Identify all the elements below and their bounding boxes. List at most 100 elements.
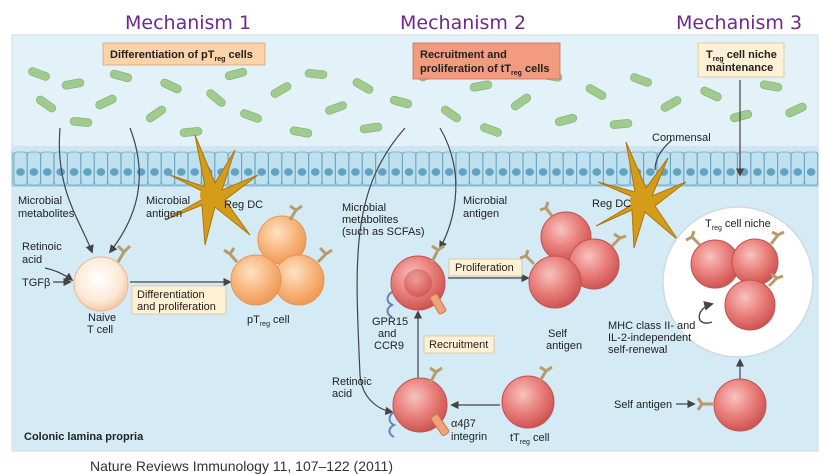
svg-text:Proliferation: Proliferation <box>455 262 514 274</box>
epithelial-nucleus <box>525 168 535 176</box>
ttreg-cell-lower <box>388 366 450 438</box>
panel-border <box>11 34 819 452</box>
epithelial-nucleus <box>351 168 360 176</box>
epithelial-nucleus <box>284 168 293 176</box>
epithelial-nucleus <box>565 168 575 176</box>
svg-text:maintenance: maintenance <box>706 62 773 74</box>
epithelial-nucleus <box>699 168 709 176</box>
treg-cell-niche <box>662 206 814 358</box>
mechanism-1-heading: Mechanism 1 <box>125 12 252 34</box>
epithelial-nucleus <box>619 168 628 176</box>
reg-dc-2 <box>595 141 687 249</box>
self-antigen-2-label: Self antigen <box>614 399 672 411</box>
epithelial-nucleus <box>297 168 307 176</box>
epithelial-nucleus <box>190 168 200 176</box>
epithelial-nucleus <box>471 168 481 176</box>
epithelial-nucleus <box>337 168 347 176</box>
epithelial-nucleus <box>726 168 736 176</box>
epithelial-nucleus <box>605 168 615 176</box>
epithelial-nucleus <box>377 168 387 176</box>
svg-text:Recruitment and: Recruitment and <box>420 49 507 61</box>
epithelial-nucleus <box>645 168 655 176</box>
epithelial-nucleus <box>686 168 695 176</box>
epithelial-nucleus <box>753 168 762 176</box>
svg-text:Recruitment: Recruitment <box>429 339 488 351</box>
ptreg-cells <box>223 204 333 306</box>
treg-cell-niche-label: Treg cell niche <box>705 218 771 232</box>
epithelial-nucleus <box>458 168 468 176</box>
epithelial-nucleus <box>123 168 133 176</box>
ttreg-cell-label: tTreg cell <box>510 432 549 446</box>
svg-text:Differentiation: Differentiation <box>137 289 205 301</box>
epithelial-nucleus <box>552 168 561 176</box>
epithelial-nucleus <box>672 168 682 176</box>
ttreg-cell <box>501 365 555 429</box>
svg-text:proliferation of tTreg cells: proliferation of tTreg cells <box>420 63 549 77</box>
epithelial-nucleus <box>96 168 106 176</box>
epithelial-nucleus <box>56 168 66 176</box>
epithelial-nucleus <box>270 168 280 176</box>
ptreg-cell-label: pTreg cell <box>247 314 290 328</box>
epithelial-nucleus <box>243 168 253 176</box>
colonic-lamina-propria-label: Colonic lamina propria <box>24 431 144 443</box>
epithelial-nucleus <box>230 168 240 176</box>
lumen-arrows <box>58 80 745 416</box>
epithelial-nucleus <box>310 168 320 176</box>
differentiation-proliferation-box: Differentiation and proliferation <box>131 285 227 315</box>
proliferation-box: Proliferation <box>448 258 523 277</box>
epithelial-nucleus <box>793 168 803 176</box>
epithelial-nucleus <box>485 168 494 176</box>
epithelial-nucleus <box>163 168 173 176</box>
epithelial-nucleus <box>578 168 588 176</box>
epithelium <box>11 146 819 187</box>
epithelial-nucleus <box>418 168 427 176</box>
epithelial-nucleus <box>739 168 749 176</box>
epithelial-nucleus <box>136 168 146 176</box>
svg-text:and proliferation: and proliferation <box>137 301 216 313</box>
epithelial-nucleus <box>431 168 441 176</box>
epithelial-nucleus <box>712 168 722 176</box>
epithelial-nucleus <box>404 168 414 176</box>
epithelial-nucleus <box>83 168 92 176</box>
epithelial-nucleus <box>592 168 602 176</box>
commensal-label: Commensal <box>652 132 711 144</box>
epithelial-nucleus <box>324 168 334 176</box>
mechanism-2-heading: Mechanism 2 <box>400 12 527 34</box>
epithelial-nucleus <box>16 168 25 176</box>
svg-text:Treg cell niche: Treg cell niche <box>706 49 777 63</box>
epithelial-nucleus <box>109 168 119 176</box>
epithelial-nucleus <box>806 168 816 176</box>
niche-maintenance-box: Treg cell niche maintenance <box>697 42 785 78</box>
reg-dc-2-label: Reg DC <box>592 198 631 210</box>
epithelial-nucleus <box>176 168 186 176</box>
epithelial-nucleus <box>498 168 508 176</box>
self-antigen-treg-cell <box>696 378 767 432</box>
epithelial-nucleus <box>511 168 521 176</box>
ttreg-proliferating-cells <box>519 201 627 309</box>
mechanism-3-heading: Mechanism 3 <box>676 12 803 34</box>
epithelial-nucleus <box>391 168 401 176</box>
citation-footer: Nature Reviews Immunology 11, 107–122 (2… <box>90 458 393 474</box>
epithelial-nucleus <box>538 168 548 176</box>
epithelial-nucleus <box>257 168 267 176</box>
reg-dc-1-label: Reg DC <box>224 199 263 211</box>
epithelial-nucleus <box>69 168 79 176</box>
reg-dc-1 <box>164 134 259 246</box>
ttreg-cell-upper <box>386 244 447 318</box>
naive-t-cell <box>73 244 132 312</box>
svg-text:Differentiation of pTreg cells: Differentiation of pTreg cells <box>110 49 253 63</box>
recruitment-box: Recruitment <box>423 335 495 354</box>
epithelial-nucleus <box>444 168 454 176</box>
epithelial-nucleus <box>766 168 776 176</box>
epithelial-nucleus <box>150 168 159 176</box>
